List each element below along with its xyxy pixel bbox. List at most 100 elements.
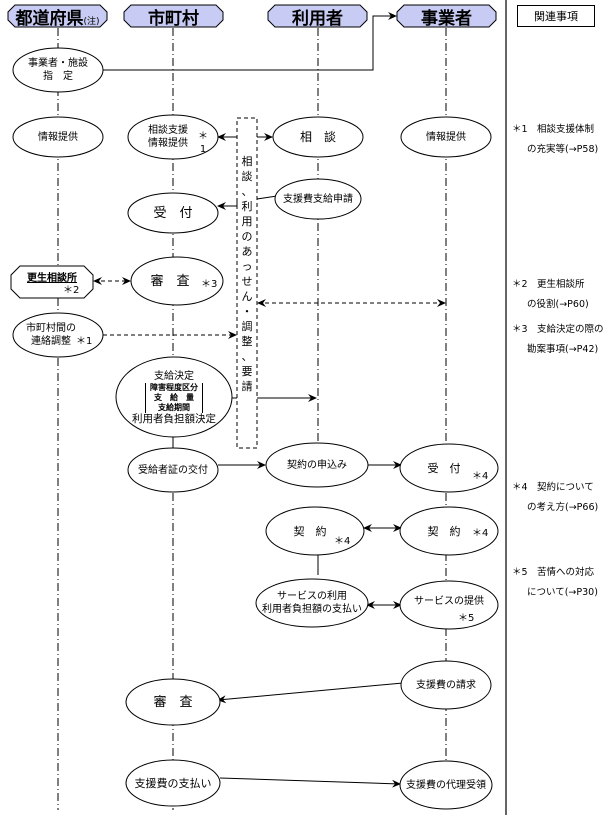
node-muni-review2: 審 査 — [126, 679, 220, 725]
arrow-payment-to-proxy — [219, 777, 401, 788]
note-5: ＊5 苦情への対応 について(→P30) — [512, 563, 598, 603]
footnote-ref: ＊2 — [63, 285, 80, 296]
note-line: ＊1 相談支援体制 — [512, 124, 595, 135]
arrow-designation-to-provider — [103, 12, 397, 71]
mediation-char: せ — [241, 275, 253, 288]
lane-title: 事業者 — [421, 8, 472, 29]
node-service-use-shape — [255, 578, 369, 628]
mediation-char: っ — [241, 260, 253, 273]
node-label: 情報提供 — [148, 138, 188, 149]
node-label: 相談支援 — [148, 125, 188, 136]
node-label: サービスの利用 — [277, 591, 347, 602]
note-line: ＊2 更生相談所 — [512, 279, 585, 290]
arrow-claim-to-review — [217, 682, 404, 704]
node-muni-info: 相談支援 情報提供 ＊1 — [128, 115, 208, 159]
note-3: ＊3 支給決定の際の 勘案事項(→P42) — [512, 320, 604, 360]
node-pref-info-shape — [12, 116, 104, 158]
node-pref-info: 情報提供 — [13, 117, 103, 157]
lane-header-municipality: 市町村 — [123, 4, 224, 29]
arrow-apply-link — [256, 195, 278, 200]
node-inter-muni-shape — [12, 312, 104, 358]
mediation-box: 相談、利用のあっせん・調整、要請 — [237, 118, 257, 448]
node-service-provide-shape — [399, 580, 499, 630]
node-contract-apply-shape — [265, 442, 369, 488]
lane-title: 都道府県 — [15, 8, 84, 29]
footnote-ref: ＊1 — [198, 131, 208, 155]
footnote-ref: ＊1 — [76, 336, 93, 347]
note-2: ＊2 更生相談所 の役割(→P60) — [512, 275, 589, 315]
node-contract-apply: 契約の申込み — [266, 443, 368, 487]
node-muni-info-shape — [127, 114, 219, 160]
node-label: 受 付 — [427, 461, 461, 475]
mediation-char: 、 — [241, 350, 253, 363]
node-muni-review2-shape — [125, 678, 221, 726]
node-provider-accept-shape — [399, 443, 499, 493]
node-user-contract-shape — [265, 506, 365, 556]
mediation-char: 請 — [241, 380, 253, 393]
mediation-char: 調 — [241, 320, 253, 333]
node-label: 契約の申込み — [287, 459, 347, 471]
node-fee-claim: 支援費の請求 — [401, 661, 491, 709]
node-fee-payment-shape — [125, 759, 221, 807]
node-provider-accept: 受 付 ＊4 — [400, 444, 498, 492]
node-service-provide: サービスの提供 ＊5 — [400, 581, 498, 629]
note-line: の役割(→P60) — [527, 299, 589, 310]
node-service-use: サービスの利用 利用者負担額の支払い — [256, 579, 368, 627]
node-designation: 事業者・施設 指 定 — [13, 48, 103, 92]
decision-item: 支 給 量 — [154, 393, 194, 402]
node-provider-contract-shape — [399, 506, 499, 556]
decision-items-bracket: 障害程度区分 支 給 量 支給期間 — [145, 383, 203, 413]
node-decision: 支給決定 障害程度区分 支 給 量 支給期間 利用者負担額決定 — [116, 358, 232, 438]
note-4: ＊4 契約について の考え方(→P66) — [512, 478, 598, 518]
decision-item: 支給期間 — [158, 403, 190, 412]
lane-title: 市町村 — [148, 8, 199, 29]
node-label: 支援費の請求 — [416, 679, 476, 691]
node-label: 審 査 — [153, 694, 193, 710]
node-label: 支援費支給申請 — [283, 193, 353, 205]
lane-header-prefecture: 都道府県(注) — [7, 4, 108, 29]
node-fee-claim-shape — [400, 660, 492, 710]
mediation-char: 談 — [241, 170, 253, 183]
mediation-char: 要 — [241, 365, 253, 378]
node-label: 支援費の代理受領 — [406, 779, 486, 791]
node-provider-info-shape — [400, 116, 492, 158]
mediation-char: ・ — [241, 305, 253, 318]
node-proxy-receipt-shape — [399, 760, 493, 810]
related-items-header: 関連事項 — [517, 5, 595, 27]
mediation-char: 相 — [241, 155, 253, 168]
mediation-char: 、 — [241, 185, 253, 198]
node-label: 受 付 — [153, 205, 193, 221]
footnote-ref: ＊4 — [472, 471, 489, 482]
node-label: 情報提供 — [38, 131, 78, 143]
lane-note-marker: (注) — [83, 16, 100, 27]
decision-footer: 利用者負担額決定 — [132, 413, 216, 425]
lane-title: 利用者 — [292, 8, 343, 29]
node-cert-issue: 受給者証の交付 — [128, 448, 218, 492]
note-1: ＊1 相談支援体制 の充実等(→P58) — [512, 120, 598, 160]
node-label: 契 約 — [427, 524, 461, 538]
footnote-ref: ＊4 — [334, 536, 351, 547]
mediation-char: あ — [241, 245, 253, 258]
node-rehab-center: 更生相談所 ＊2 — [11, 266, 93, 298]
mediation-char: ん — [241, 290, 253, 303]
node-label: 相 談 — [299, 129, 336, 144]
node-label: 更生相談所 — [27, 272, 77, 284]
footnote-ref: ＊4 — [472, 528, 489, 539]
node-user-consult: 相 談 — [273, 117, 363, 157]
node-fee-payment: 支援費の支払い — [126, 760, 220, 806]
decision-item: 障害程度区分 — [150, 383, 198, 392]
node-rehab-center-shape — [10, 265, 94, 299]
note-line: ＊4 契約について — [512, 482, 594, 493]
note-line: ＊5 苦情への対応 — [512, 567, 595, 578]
footnote-ref: ＊3 — [201, 279, 218, 290]
mediation-box-border — [236, 117, 258, 449]
node-cert-issue-shape — [127, 447, 219, 493]
mediation-char: 利 — [241, 200, 253, 213]
node-label: サービスの提供 — [414, 595, 484, 607]
node-label: 市町村間の — [26, 323, 76, 334]
mediation-char: の — [241, 230, 253, 243]
node-muni-review: 審 査 ＊3 — [131, 257, 223, 305]
node-muni-accept-shape — [127, 192, 219, 234]
node-muni-review-shape — [130, 256, 224, 306]
node-user-consult-shape — [272, 116, 364, 158]
